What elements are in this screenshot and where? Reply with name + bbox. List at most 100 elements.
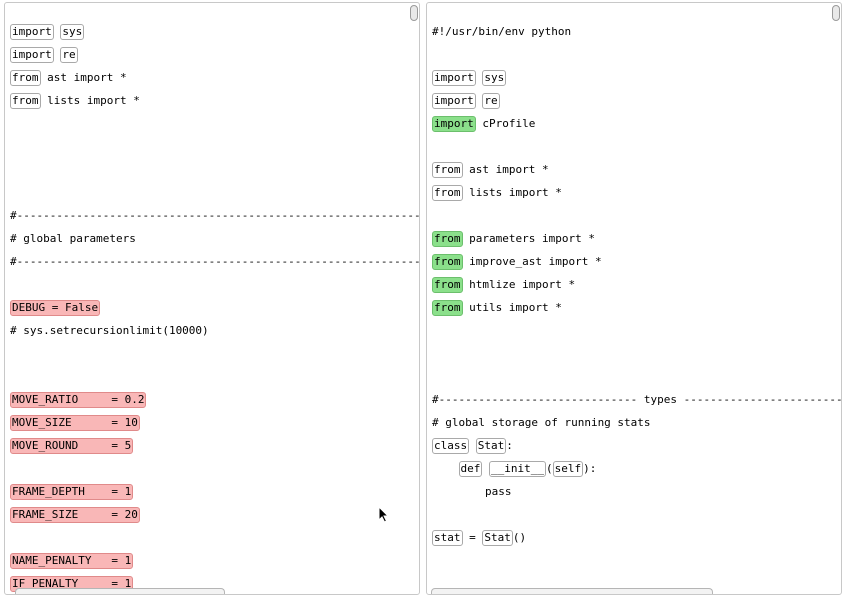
code-token[interactable]: import — [10, 47, 54, 63]
code-token[interactable]: from — [432, 162, 463, 178]
right-horizontal-scrollbar[interactable] — [427, 588, 841, 594]
code-token[interactable]: from — [432, 277, 463, 293]
code-text: pass — [432, 485, 512, 498]
left-code-line: import re — [10, 47, 78, 63]
right-code-line: from htmlize import * — [432, 277, 575, 293]
code-token[interactable]: import — [432, 116, 476, 132]
right-code-line: def __init__(self): — [432, 461, 596, 477]
code-text: lists import * — [462, 186, 562, 199]
left-horizontal-scrollbar[interactable] — [5, 588, 419, 594]
code-token[interactable]: MOVE_SIZE = 10 — [10, 415, 140, 431]
left-code-line: MOVE_SIZE = 10 — [10, 415, 140, 431]
code-token[interactable]: from — [10, 70, 41, 86]
code-text: lists import * — [40, 94, 140, 107]
left-code-line: FRAME_SIZE = 20 — [10, 507, 140, 523]
left-code-line: import sys — [10, 24, 85, 40]
right-code-line: #!/usr/bin/env python — [432, 24, 571, 40]
code-text: = — [462, 531, 483, 544]
code-token[interactable]: Stat — [482, 530, 513, 546]
code-text: utils import * — [462, 301, 562, 314]
left-vertical-scroll-thumb[interactable] — [410, 5, 418, 21]
right-vertical-scroll-thumb[interactable] — [832, 5, 840, 21]
left-code-line: NAME_PENALTY = 1 — [10, 553, 134, 569]
code-token[interactable]: import — [10, 24, 54, 40]
code-token[interactable]: FRAME_SIZE = 20 — [10, 507, 140, 523]
left-code-line: # global parameters — [10, 231, 136, 247]
left-code-line: DEBUG = False — [10, 300, 101, 316]
code-text — [476, 71, 483, 84]
code-token[interactable]: MOVE_RATIO = 0.2 — [10, 392, 147, 408]
code-text: : — [506, 439, 513, 452]
code-token[interactable]: DEBUG = False — [10, 300, 101, 316]
left-horizontal-scroll-thumb[interactable] — [15, 588, 225, 594]
code-token[interactable]: re — [482, 93, 500, 109]
code-text: () — [512, 531, 527, 544]
code-text: # global parameters — [10, 232, 136, 245]
code-text: htmlize import * — [462, 278, 576, 291]
left-code-line: FRAME_DEPTH = 1 — [10, 484, 134, 500]
code-text: #---------------------------------------… — [10, 255, 420, 268]
left-code-line: #---------------------------------------… — [10, 208, 420, 224]
code-text — [469, 439, 476, 452]
code-text — [482, 462, 489, 475]
code-token[interactable]: from — [432, 254, 463, 270]
right-code-line: from parameters import * — [432, 231, 595, 247]
code-token[interactable]: from — [432, 231, 463, 247]
right-code-line: from utils import * — [432, 300, 562, 316]
code-token[interactable]: self — [552, 461, 584, 477]
code-token[interactable]: import — [432, 93, 476, 109]
right-vertical-scrollbar[interactable] — [831, 3, 841, 594]
code-text: ast import * — [40, 71, 127, 84]
code-token[interactable]: def — [458, 461, 483, 477]
code-text: ( — [545, 462, 553, 475]
code-token[interactable]: from — [432, 185, 463, 201]
code-text: # sys.setrecursionlimit(10000) — [10, 324, 209, 337]
right-code-line: import cProfile — [432, 116, 535, 132]
code-text — [54, 25, 61, 38]
code-token[interactable]: import — [432, 70, 476, 86]
code-token[interactable]: re — [60, 47, 78, 63]
code-token[interactable]: MOVE_ROUND = 5 — [10, 438, 134, 454]
left-code-line: MOVE_ROUND = 5 — [10, 438, 134, 454]
code-text: cProfile — [475, 117, 536, 130]
left-code-line: #---------------------------------------… — [10, 254, 420, 270]
code-text: parameters import * — [462, 232, 595, 245]
code-token[interactable]: from — [432, 300, 463, 316]
code-token[interactable]: stat — [432, 530, 463, 546]
code-text — [54, 48, 61, 61]
right-code-line: from improve_ast import * — [432, 254, 602, 270]
right-code-line: pass — [432, 484, 512, 500]
code-text: #------------------------------ types --… — [432, 393, 842, 406]
code-token[interactable]: FRAME_DEPTH = 1 — [10, 484, 134, 500]
code-token[interactable]: NAME_PENALTY = 1 — [10, 553, 134, 569]
mouse-cursor-icon — [378, 506, 390, 523]
code-token[interactable]: from — [10, 93, 41, 109]
code-token[interactable]: sys — [60, 24, 85, 40]
right-code-line: import re — [432, 93, 500, 109]
right-horizontal-scroll-thumb[interactable] — [431, 588, 713, 594]
right-code-line: from lists import * — [432, 185, 562, 201]
right-code-line: # global storage of running stats — [432, 415, 651, 431]
left-code-line: from lists import * — [10, 93, 140, 109]
right-code-line: #------------------------------ types --… — [432, 392, 842, 408]
code-text — [476, 94, 483, 107]
left-code-line: from ast import * — [10, 70, 127, 86]
left-code-line: # sys.setrecursionlimit(10000) — [10, 323, 209, 339]
code-token[interactable]: class — [432, 438, 470, 454]
right-code-line: class Stat: — [432, 438, 513, 454]
left-vertical-scrollbar[interactable] — [409, 3, 419, 594]
right-code-line: from ast import * — [432, 162, 549, 178]
right-code-line: import sys — [432, 70, 507, 86]
code-token[interactable]: __init__ — [489, 461, 546, 477]
code-text — [432, 462, 459, 475]
code-token[interactable]: Stat — [475, 438, 507, 454]
code-text: ast import * — [462, 163, 549, 176]
code-text: #---------------------------------------… — [10, 209, 420, 222]
left-code-line: MOVE_RATIO = 0.2 — [10, 392, 147, 408]
code-token[interactable]: sys — [482, 70, 507, 86]
code-text: improve_ast import * — [462, 255, 602, 268]
code-text: # global storage of running stats — [432, 416, 651, 429]
right-code-line: stat = Stat() — [432, 530, 526, 546]
